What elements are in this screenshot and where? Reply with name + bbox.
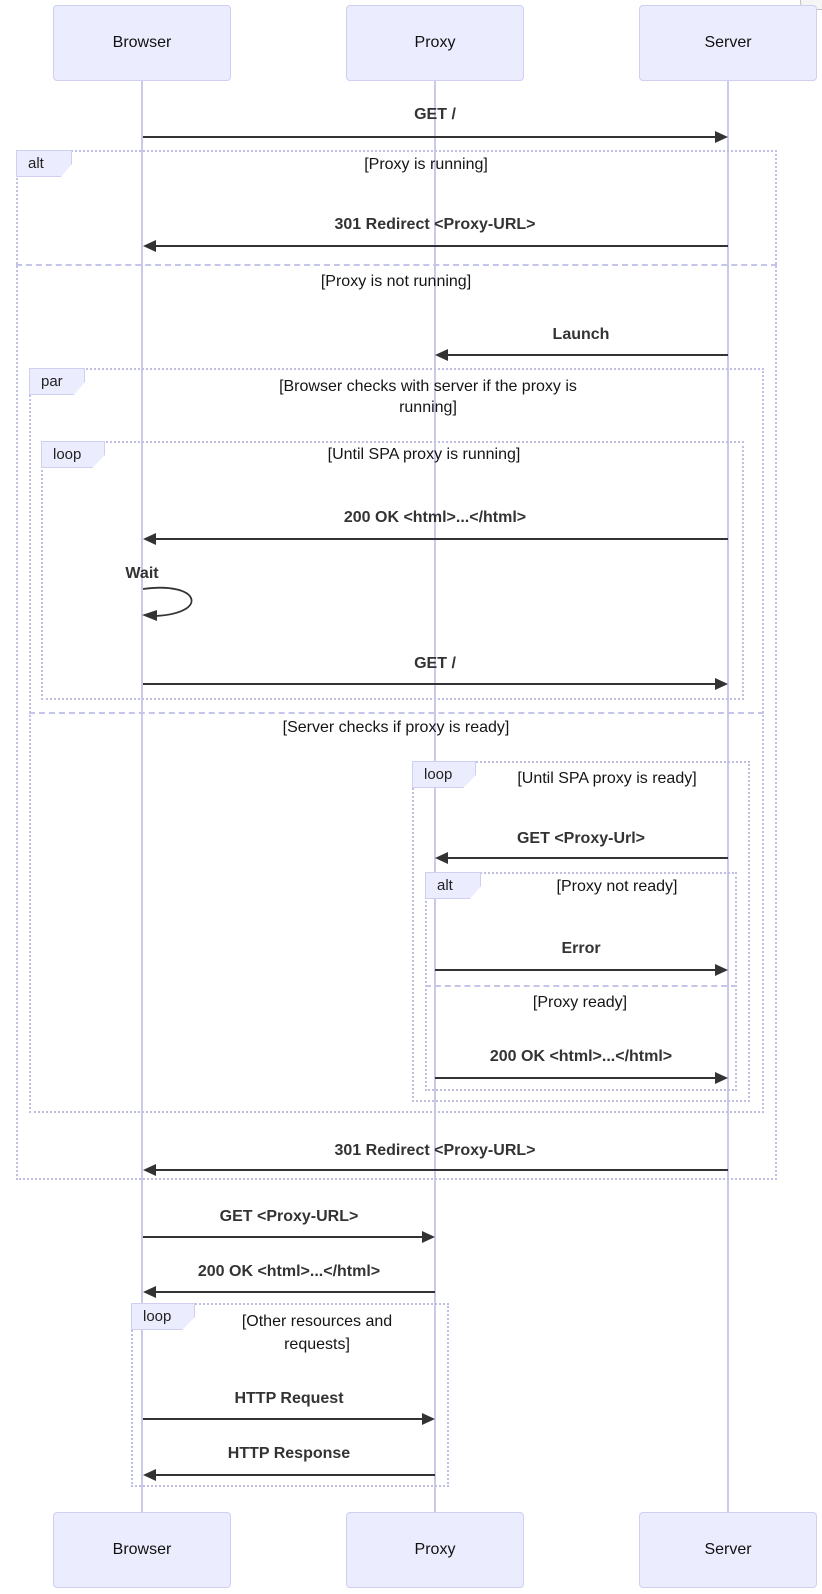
loop-frame-tab: loop <box>131 1303 195 1330</box>
message-arrow <box>143 1236 422 1238</box>
message-arrow <box>156 1169 728 1171</box>
participant-label: Proxy <box>414 34 456 51</box>
message-arrow <box>448 857 728 859</box>
loop-condition: [Until SPA proxy is ready] <box>517 770 697 787</box>
par-divider <box>29 712 764 714</box>
frame-tab-label: loop <box>143 1308 172 1325</box>
message-label: GET <Proxy-Url> <box>516 830 646 847</box>
arrowhead-icon <box>143 1286 156 1298</box>
par-condition-1: [Browser checks with server if the proxy… <box>279 378 577 416</box>
message-arrow <box>143 1418 422 1420</box>
message-arrow <box>156 1291 435 1293</box>
message-label: Error <box>561 940 601 957</box>
arrowhead-icon <box>422 1413 435 1425</box>
frame-tab-label: alt <box>28 155 44 172</box>
frame-tab-label: alt <box>437 877 453 894</box>
message-arrow <box>143 683 715 685</box>
par-frame <box>29 368 764 1113</box>
participant-proxy-top: Proxy <box>346 5 524 81</box>
lifeline-server <box>727 81 729 1512</box>
alt-condition-1: [Proxy is running] <box>364 156 488 173</box>
loop-frame-tab: loop <box>412 761 476 788</box>
participant-label: Proxy <box>414 1541 456 1558</box>
frame-tab-label: loop <box>424 766 453 783</box>
participant-browser-bottom: Browser <box>53 1512 231 1588</box>
message-arrow <box>156 538 728 540</box>
message-label: GET / <box>414 106 456 123</box>
participant-label: Browser <box>112 34 172 51</box>
alt-condition-2: [Proxy ready] <box>532 994 628 1011</box>
arrowhead-icon <box>143 1469 156 1481</box>
arrowhead-icon <box>715 131 728 143</box>
frame-tab-label: par <box>41 373 63 390</box>
alt-frame-tab: alt <box>16 150 72 177</box>
message-arrow <box>435 969 715 971</box>
arrowhead-icon <box>422 1231 435 1243</box>
participant-label: Browser <box>112 1541 172 1558</box>
loop-frame-running <box>41 441 744 700</box>
lifeline-proxy <box>434 81 436 1512</box>
alt-frame-tab: alt <box>425 872 481 899</box>
frame-tab-label: loop <box>53 446 82 463</box>
loop-frame-ready <box>412 761 750 1102</box>
loop-frame-resources <box>131 1303 449 1487</box>
loop-condition: [Other resources and requests] <box>241 1313 393 1353</box>
arrowhead-icon <box>715 678 728 690</box>
message-arrow <box>156 1474 435 1476</box>
participant-server-bottom: Server <box>639 1512 817 1588</box>
alt-divider <box>425 985 737 987</box>
par-frame-tab: par <box>29 368 85 395</box>
loop-condition: [Until SPA proxy is running] <box>327 446 521 463</box>
message-arrow <box>156 245 728 247</box>
participant-server-top: Server <box>639 5 817 81</box>
arrowhead-icon <box>715 1072 728 1084</box>
message-label: 200 OK <html>...</html> <box>489 1048 673 1065</box>
alt-frame-outer <box>16 150 777 1180</box>
participant-label: Server <box>704 34 752 51</box>
message-label: 301 Redirect <Proxy-URL> <box>334 216 536 233</box>
message-arrow <box>448 354 728 356</box>
alt-divider <box>16 264 777 266</box>
message-arrow <box>435 1077 715 1079</box>
message-label: 200 OK <html>...</html> <box>343 509 527 526</box>
participant-label: Server <box>704 1541 752 1558</box>
message-label: GET <Proxy-URL> <box>219 1208 359 1225</box>
arrowhead-icon <box>435 852 448 864</box>
arrowhead-icon <box>143 240 156 252</box>
message-label: 200 OK <html>...</html> <box>197 1263 381 1280</box>
message-label: HTTP Response <box>227 1445 351 1462</box>
arrowhead-icon <box>715 964 728 976</box>
message-label: 301 Redirect <Proxy-URL> <box>334 1142 536 1159</box>
participant-browser-top: Browser <box>53 5 231 81</box>
arrowhead-icon <box>143 1164 156 1176</box>
message-label: HTTP Request <box>234 1390 344 1407</box>
message-label: Wait <box>125 565 159 582</box>
alt-frame-inner <box>425 872 737 1091</box>
alt-condition-2: [Proxy is not running] <box>320 273 472 290</box>
par-condition-2: [Server checks if proxy is ready] <box>282 719 510 736</box>
message-arrow <box>143 136 715 138</box>
self-loop-icon <box>142 586 193 621</box>
arrowhead-icon <box>435 349 448 361</box>
arrowhead-icon <box>143 533 156 545</box>
participant-proxy-bottom: Proxy <box>346 1512 524 1588</box>
message-label: GET / <box>414 655 456 672</box>
alt-condition-1: [Proxy not ready] <box>556 878 678 895</box>
lifeline-browser <box>141 81 143 1512</box>
loop-frame-tab: loop <box>41 441 105 468</box>
message-label: Launch <box>552 326 610 343</box>
